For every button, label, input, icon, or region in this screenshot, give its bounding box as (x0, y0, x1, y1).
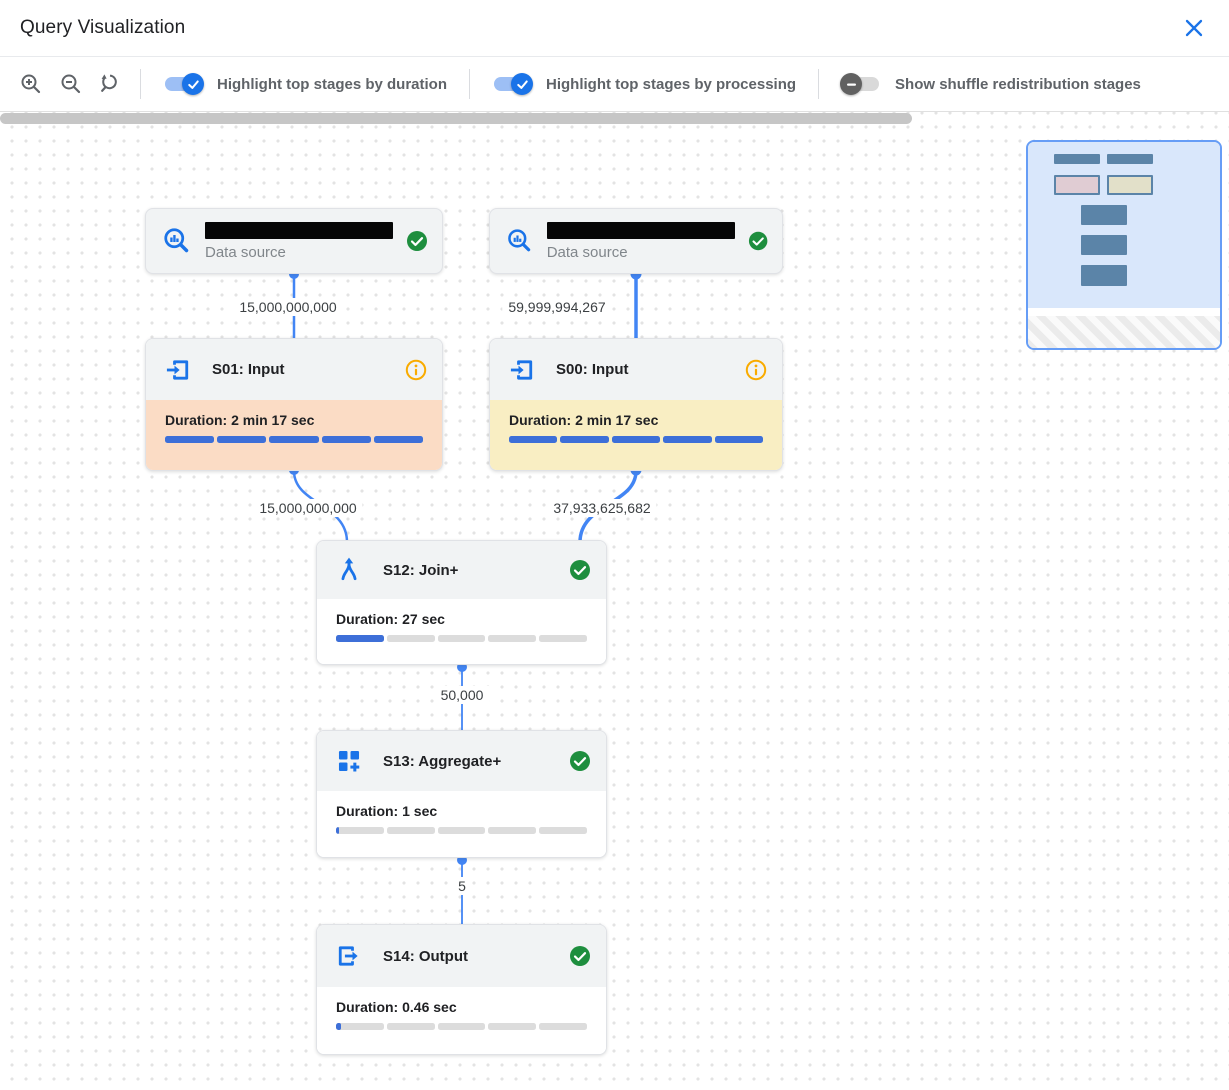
check-circle-icon (570, 946, 590, 966)
input-icon (510, 359, 533, 380)
toolbar-divider (818, 69, 820, 99)
input-icon (166, 359, 189, 380)
duration-label: Duration: 27 sec (336, 611, 445, 627)
datasource-icon (164, 228, 189, 253)
output-icon (338, 946, 358, 966)
stage-title: S01: Input (212, 361, 285, 378)
datasource-label: Data source (205, 243, 286, 261)
duration-section: Duration: 2 min 17 sec (490, 400, 782, 470)
minimap-out-of-view-area (1028, 316, 1220, 348)
minimap-node-highlight-duration (1054, 175, 1100, 195)
node-stage-s00[interactable]: S00: Input Duration: 2 min 17 sec (489, 338, 783, 471)
node-stage-s13[interactable]: S13: Aggregate+ Duration: 1 sec (316, 730, 607, 858)
node-stage-s01[interactable]: S01: Input Duration: 2 min 17 sec (145, 338, 443, 471)
datasource-label: Data source (546, 243, 628, 261)
toggle-label: Highlight top stages by processing (546, 75, 797, 93)
zoom-out-icon[interactable] (54, 67, 88, 101)
close-icon[interactable] (1179, 13, 1209, 43)
graph-canvas[interactable]: 15,000,000,000 59,999,994,267 15,000,000… (0, 112, 1229, 1090)
zoom-in-icon[interactable] (14, 67, 48, 101)
toggle-switch (840, 73, 881, 95)
edge-row-count: 5 (452, 877, 472, 895)
minimap-node (1081, 205, 1127, 225)
duration-label: Duration: 2 min 17 sec (509, 412, 659, 428)
stage-title: S14: Output (383, 947, 468, 965)
redacted-table-name (546, 221, 735, 239)
stage-title: S13: Aggregate+ (383, 752, 502, 770)
info-icon[interactable] (745, 359, 767, 381)
dialog-header: Query Visualization (0, 0, 1229, 56)
info-icon[interactable] (405, 359, 427, 381)
zoom-controls (14, 67, 128, 101)
toggle-switch (163, 73, 204, 95)
toggle-highlight-duration[interactable]: Highlight top stages by duration (153, 73, 457, 95)
horizontal-scrollbar[interactable] (0, 113, 912, 124)
duration-progress-bar (336, 635, 587, 642)
toggle-highlight-processing[interactable]: Highlight top stages by processing (482, 73, 806, 95)
zoom-reset-icon[interactable] (94, 67, 128, 101)
toolbar-divider (140, 69, 141, 99)
datasource-icon (508, 229, 531, 252)
duration-label: Duration: 2 min 17 sec (165, 412, 315, 428)
duration-label: Duration: 0.46 sec (336, 999, 457, 1015)
minimap-node (1081, 235, 1127, 255)
check-circle-icon (748, 231, 768, 251)
toggle-switch (492, 73, 533, 95)
toggle-label: Show shuffle redistribution stages (895, 75, 1141, 93)
edge-row-count: 37,933,625,682 (547, 499, 657, 517)
toolbar-divider (469, 69, 470, 99)
toolbar: Highlight top stages by duration Highlig… (0, 56, 1229, 112)
duration-progress-bar (509, 436, 764, 443)
minimap-node (1081, 265, 1127, 286)
edge-row-count: 15,000,000,000 (253, 499, 363, 517)
redacted-table-name (205, 221, 393, 239)
node-data-source-1[interactable]: Data source (145, 208, 443, 274)
edge-row-count: 59,999,994,267 (502, 298, 612, 316)
check-circle-icon (570, 560, 590, 580)
toggle-label: Highlight top stages by duration (217, 75, 447, 93)
stage-title: S12: Join+ (383, 561, 459, 579)
minimap[interactable] (1026, 140, 1222, 350)
duration-section: Duration: 0.46 sec (317, 987, 606, 1054)
duration-progress-bar (165, 436, 424, 443)
minimap-node (1107, 154, 1153, 164)
edge-row-count: 50,000 (434, 686, 490, 704)
aggregate-icon (338, 750, 360, 772)
node-stage-s14[interactable]: S14: Output Duration: 0.46 sec (316, 924, 607, 1055)
node-stage-s12[interactable]: S12: Join+ Duration: 27 sec (316, 540, 607, 665)
duration-progress-bar (336, 827, 587, 834)
minimap-node (1054, 154, 1100, 164)
check-circle-icon (407, 231, 427, 251)
page-title: Query Visualization (20, 17, 186, 38)
duration-label: Duration: 1 sec (336, 803, 438, 819)
minimap-node-highlight-processing (1107, 175, 1153, 195)
duration-section: Duration: 2 min 17 sec (146, 400, 442, 470)
edge-row-count: 15,000,000,000 (233, 298, 343, 316)
duration-section: Duration: 1 sec (317, 791, 606, 857)
duration-section: Duration: 27 sec (317, 599, 606, 664)
node-data-source-2[interactable]: Data source (489, 208, 783, 274)
check-circle-icon (570, 751, 590, 771)
stage-title: S00: Input (556, 361, 629, 378)
toggle-show-shuffle[interactable]: Show shuffle redistribution stages (831, 73, 1151, 95)
duration-progress-bar (336, 1023, 587, 1030)
join-icon (341, 557, 357, 581)
